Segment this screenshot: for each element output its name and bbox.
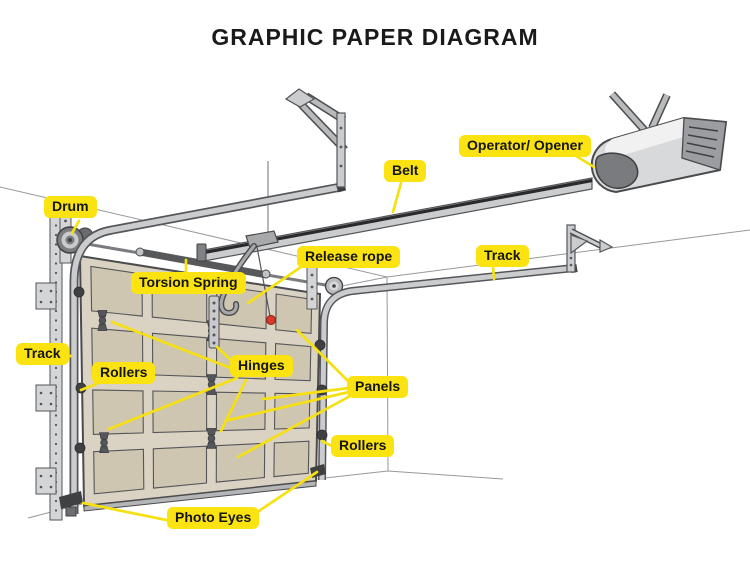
hinge — [206, 374, 217, 395]
door-panel — [90, 265, 143, 317]
release-rope — [256, 246, 276, 325]
opener-unit — [590, 91, 727, 193]
door-panel — [152, 390, 208, 434]
door-panel — [273, 440, 310, 478]
door-panel — [215, 442, 266, 483]
hinge — [206, 428, 217, 449]
door-panel — [275, 293, 313, 335]
label-rollers-left: Rollers — [92, 362, 156, 384]
opener-light-lens — [594, 152, 639, 189]
release-rope-handle — [266, 315, 276, 325]
trolley-arm — [218, 230, 279, 317]
opener-reinforcement-bracket — [208, 295, 220, 349]
torsion-spring-assembly — [56, 212, 344, 310]
door-panel — [92, 389, 144, 435]
label-torsion-spring: Torsion Spring — [131, 272, 246, 294]
label-rollers-right: Rollers — [331, 435, 395, 457]
door-bottom-sill — [83, 480, 317, 512]
label-track-right: Track — [476, 245, 529, 267]
hinge — [99, 432, 109, 454]
door-panel — [93, 448, 145, 495]
ceiling-bracket-right — [566, 224, 614, 273]
label-photo-eyes: Photo Eyes — [167, 507, 260, 529]
label-drum: Drum — [44, 196, 97, 218]
door-hinges — [97, 310, 217, 454]
label-release-rope: Release rope — [297, 246, 401, 268]
label-belt: Belt — [384, 160, 427, 182]
label-operator-opener: Operator/ Opener — [459, 135, 591, 157]
hinge — [97, 310, 108, 331]
photo-eye-left — [59, 491, 83, 517]
page-title: GRAPHIC PAPER DIAGRAM — [211, 24, 539, 50]
label-panels: Panels — [347, 376, 409, 398]
door-panel — [152, 445, 208, 489]
door-panel — [273, 392, 311, 430]
torsion-spring-coil — [139, 248, 268, 279]
label-track-left: Track — [16, 343, 69, 365]
ceiling-bracket-left — [284, 88, 348, 188]
label-hinges: Hinges — [230, 355, 293, 377]
